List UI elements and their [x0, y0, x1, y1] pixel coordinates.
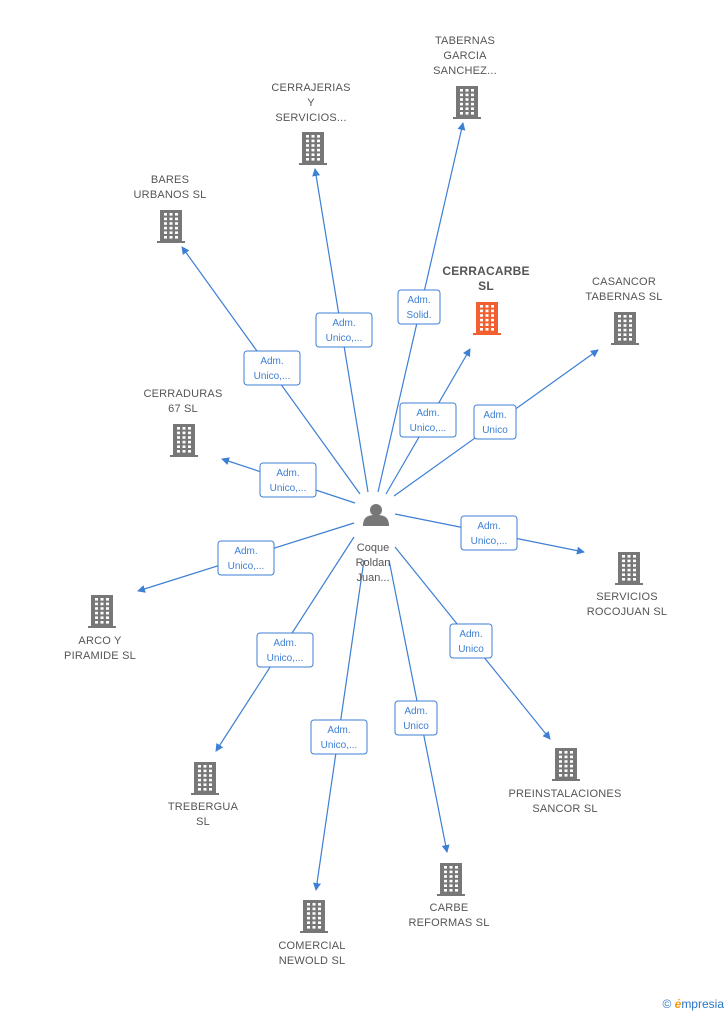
building-icon [453, 86, 481, 119]
building-icon [157, 210, 185, 243]
relation-text-carbe-reformas-0: Adm. [404, 706, 427, 717]
company-name-arco-piramide-line-0: ARCO Y [78, 635, 122, 647]
relation-label-trebergua[interactable]: Adm. Unico,... [256, 632, 314, 668]
relation-label-casancor[interactable]: Adm. Unico [473, 404, 517, 440]
relation-label-cerracarbe[interactable]: Adm. Unico,... [399, 402, 457, 438]
company-name-casancor-line-1: TABERNAS SL [585, 291, 662, 303]
company-node-casancor[interactable]: CASANCOR TABERNAS SL [585, 276, 662, 345]
company-name-cerrajerias-line-2: SERVICIOS... [275, 112, 346, 124]
company-name-carbe-reformas-line-0: CARBE [430, 902, 469, 914]
relation-text-arco-piramide-0: Adm. [234, 546, 257, 557]
relation-text-preinstalaciones-0: Adm. [459, 629, 482, 640]
relation-text-cerracarbe-1: Unico,... [410, 423, 447, 434]
relation-text-servicios-rocojuan-0: Adm. [477, 521, 500, 532]
relation-text-cerracarbe-0: Adm. [416, 408, 439, 419]
company-name-trebergua-line-0: TREBERGUA [168, 801, 239, 813]
relation-text-casancor-0: Adm. [483, 410, 506, 421]
brand-e: ė [674, 997, 682, 1011]
relation-text-cerrajerias-0: Adm. [332, 318, 355, 329]
nodes-layer: TABERNAS GARCIA SANCHEZ... CERRAJERIAS Y SERV… [64, 35, 667, 967]
company-name-comercial-newold-line-1: NEWOLD SL [279, 955, 346, 967]
relation-text-comercial-newold-1: Unico,... [321, 740, 358, 751]
building-icon [299, 132, 327, 165]
building-icon [437, 863, 465, 896]
relation-text-cerrajerias-1: Unico,... [326, 333, 363, 344]
relation-label-cerrajerias[interactable]: Adm. Unico,... [315, 312, 373, 348]
person-icon [363, 504, 389, 526]
relation-text-casancor-1: Unico [482, 425, 508, 436]
relation-label-arco-piramide[interactable]: Adm. Unico,... [217, 540, 275, 576]
relation-text-bares-urbanos-1: Unico,... [254, 371, 291, 382]
company-name-bares-urbanos-line-0: BARES [151, 174, 189, 186]
relation-text-servicios-rocojuan-1: Unico,... [471, 536, 508, 547]
relation-text-arco-piramide-1: Unico,... [228, 561, 265, 572]
company-name-bares-urbanos-line-1: URBANOS SL [134, 189, 207, 201]
relation-label-servicios-rocojuan[interactable]: Adm. Unico,... [460, 515, 518, 551]
company-name-casancor-line-0: CASANCOR [592, 276, 656, 288]
company-node-tabernas-garcia[interactable]: TABERNAS GARCIA SANCHEZ... [433, 35, 497, 119]
company-name-carbe-reformas-line-1: REFORMAS SL [408, 917, 489, 929]
relation-text-trebergua-1: Unico,... [267, 653, 304, 664]
relation-label-cerraduras[interactable]: Adm. Unico,... [259, 462, 317, 498]
company-name-trebergua-line-1: SL [196, 816, 210, 828]
relation-text-preinstalaciones-1: Unico [458, 644, 484, 655]
company-name-cerrajerias-line-0: CERRAJERIAS [271, 82, 350, 94]
building-icon [615, 552, 643, 585]
company-node-bares-urbanos[interactable]: BARES URBANOS SL [134, 174, 207, 243]
building-icon [191, 762, 219, 795]
relation-text-cerraduras-0: Adm. [276, 468, 299, 479]
building-icon [473, 302, 501, 335]
company-node-trebergua[interactable]: TREBERGUA SL [168, 762, 239, 828]
building-icon [88, 595, 116, 628]
relation-text-trebergua-0: Adm. [273, 638, 296, 649]
company-name-servicios-rocojuan-line-1: ROCOJUAN SL [587, 606, 667, 618]
relation-label-comercial-newold[interactable]: Adm. Unico,... [310, 719, 368, 755]
company-node-cerrajerias[interactable]: CERRAJERIAS Y SERVICIOS... [271, 82, 350, 165]
relation-text-tabernas-garcia-0: Adm. [407, 295, 430, 306]
empresia-logo: © ėmpresia [662, 997, 724, 1011]
company-name-comercial-newold-line-0: COMERCIAL [278, 940, 345, 952]
relation-text-carbe-reformas-1: Unico [403, 721, 429, 732]
company-name-servicios-rocojuan-line-0: SERVICIOS [596, 591, 658, 603]
company-node-cerraduras[interactable]: CERRADURAS 67 SL [143, 388, 222, 457]
relation-text-cerraduras-1: Unico,... [270, 483, 307, 494]
relation-text-comercial-newold-0: Adm. [327, 725, 350, 736]
copyright-symbol: © [662, 997, 672, 1011]
company-name-preinstalaciones-line-0: PREINSTALACIONES [508, 788, 621, 800]
company-name-cerracarbe-line-1: SL [478, 279, 494, 293]
relation-text-tabernas-garcia-1: Solid. [406, 310, 431, 321]
relation-label-bares-urbanos[interactable]: Adm. Unico,... [243, 350, 301, 386]
brand-name: mpresia [681, 997, 724, 1011]
company-name-cerracarbe-line-0: CERRACARBE [442, 264, 529, 278]
building-icon [611, 312, 639, 345]
relation-label-preinstalaciones[interactable]: Adm. Unico [449, 623, 493, 659]
edges-layer: Adm.Solid.Adm.Unico,...Adm.Unico,...Adm.… [137, 122, 599, 891]
company-node-comercial-newold[interactable]: COMERCIAL NEWOLD SL [278, 900, 345, 967]
company-name-tabernas-garcia-line-0: TABERNAS [435, 35, 495, 47]
company-node-carbe-reformas[interactable]: CARBE REFORMAS SL [408, 863, 489, 929]
center-name-line-2: Roldan [356, 557, 391, 569]
center-name-line-1: Coque [357, 542, 389, 554]
company-name-arco-piramide-line-1: PIRAMIDE SL [64, 650, 136, 662]
company-name-tabernas-garcia-line-1: GARCIA [443, 50, 487, 62]
company-node-arco-piramide[interactable]: ARCO Y PIRAMIDE SL [64, 595, 136, 662]
company-name-tabernas-garcia-line-2: SANCHEZ... [433, 65, 497, 77]
center-name-line-3: Juan... [356, 572, 389, 584]
company-node-preinstalaciones[interactable]: PREINSTALACIONES SANCOR SL [508, 748, 621, 815]
relation-text-bares-urbanos-0: Adm. [260, 356, 283, 367]
building-icon [552, 748, 580, 781]
building-icon [300, 900, 328, 933]
building-icon [170, 424, 198, 457]
center-node[interactable]: Coque Roldan Juan... [356, 504, 391, 584]
relation-label-tabernas-garcia[interactable]: Adm. Solid. [397, 289, 441, 325]
company-name-cerrajerias-line-1: Y [307, 97, 315, 109]
company-name-preinstalaciones-line-1: SANCOR SL [532, 803, 597, 815]
company-name-cerraduras-line-0: CERRADURAS [143, 388, 222, 400]
company-node-servicios-rocojuan[interactable]: SERVICIOS ROCOJUAN SL [587, 552, 667, 618]
relation-label-carbe-reformas[interactable]: Adm. Unico [394, 700, 438, 736]
company-name-cerraduras-line-1: 67 SL [168, 403, 198, 415]
